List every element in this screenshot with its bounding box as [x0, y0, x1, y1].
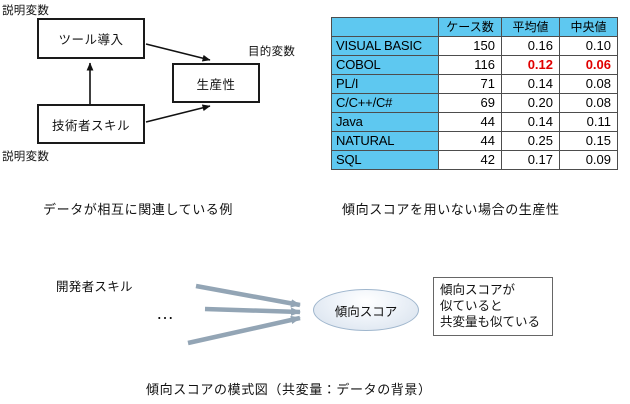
label-developer-skill: 開発者スキル — [56, 280, 133, 294]
table-row: PL/I 71 0.14 0.08 — [331, 74, 618, 94]
note-line-3: 共変量も似ている — [440, 315, 541, 329]
table-header-row: ケース数 平均値 中央値 — [331, 17, 618, 37]
table-cell-cases: 71 — [438, 74, 502, 94]
table-row: Java 44 0.14 0.11 — [331, 112, 618, 132]
table-cell-mean: 0.14 — [501, 74, 560, 94]
caption-table: 傾向スコアを用いない場合の生産性 — [342, 202, 560, 217]
propensity-score-node: 傾向スコア — [313, 289, 419, 331]
table-cell-mean: 0.16 — [501, 36, 560, 56]
table-row: SQL 42 0.17 0.09 — [331, 150, 618, 170]
table-cell-mean: 0.25 — [501, 131, 560, 151]
table-cell-median: 0.09 — [559, 150, 618, 170]
propensity-score-note: 傾向スコアが 似ていると 共変量も似ている — [433, 277, 553, 336]
table-cell-cases: 116 — [438, 55, 502, 75]
table-cell-mean: 0.12 — [501, 55, 560, 75]
table-header-median: 中央値 — [559, 17, 618, 37]
table-cell-mean: 0.14 — [501, 112, 560, 132]
table-cell-cases: 44 — [438, 112, 502, 132]
box-productivity: 生産性 — [172, 63, 260, 103]
table-header: ケース数 平均値 中央値 — [331, 17, 618, 37]
table-cell-cases: 42 — [438, 150, 502, 170]
table-cell-mean: 0.20 — [501, 93, 560, 113]
propensity-arrows — [187, 283, 301, 346]
table-cell-median: 0.06 — [559, 55, 618, 75]
table-header-cases: ケース数 — [438, 17, 502, 37]
table-cell-language: SQL — [331, 150, 439, 170]
path-diagram-arrows — [86, 43, 211, 123]
table-cell-median: 0.11 — [559, 112, 618, 132]
productivity-statistics-table: ケース数 平均値 中央値 VISUAL BASIC 150 0.16 0.10 … — [331, 17, 618, 170]
table-row: C/C++/C# 69 0.20 0.08 — [331, 93, 618, 113]
table-row: COBOL 116 0.12 0.06 — [331, 55, 618, 75]
table-body: VISUAL BASIC 150 0.16 0.10 COBOL 116 0.1… — [331, 36, 618, 170]
table-cell-language: Java — [331, 112, 439, 132]
table-cell-cases: 69 — [438, 93, 502, 113]
note-line-2: 似ていると — [440, 299, 503, 313]
label-explanatory-variable-top: 説明変数 — [2, 5, 50, 17]
table-cell-median: 0.08 — [559, 93, 618, 113]
table-row: NATURAL 44 0.25 0.15 — [331, 131, 618, 151]
label-objective-variable: 目的変数 — [248, 46, 296, 58]
table-cell-language: VISUAL BASIC — [331, 36, 439, 56]
table-cell-language: COBOL — [331, 55, 439, 75]
table-cell-cases: 44 — [438, 131, 502, 151]
table-row: VISUAL BASIC 150 0.16 0.10 — [331, 36, 618, 56]
caption-left-diagram: データが相互に関連している例 — [43, 202, 234, 217]
table-cell-median: 0.08 — [559, 74, 618, 94]
table-header-corner — [331, 17, 439, 37]
table-header-mean: 平均値 — [501, 17, 560, 37]
box-engineer-skill: 技術者スキル — [37, 104, 145, 144]
table-cell-median: 0.15 — [559, 131, 618, 151]
path-diagram: 説明変数 目的変数 説明変数 ツール導入 技術者スキル 生産性 — [0, 0, 320, 175]
box-tool-introduction: ツール導入 — [37, 18, 145, 59]
ellipsis-indicator: … — [156, 303, 176, 323]
table-cell-language: NATURAL — [331, 131, 439, 151]
caption-bottom-diagram: 傾向スコアの模式図（共変量：データの背景） — [146, 382, 432, 397]
propensity-score-schematic: 開発者スキル — [0, 250, 630, 370]
table-cell-language: C/C++/C# — [331, 93, 439, 113]
table-cell-median: 0.10 — [559, 36, 618, 56]
label-explanatory-variable-bottom: 説明変数 — [2, 151, 50, 163]
table-cell-mean: 0.17 — [501, 150, 560, 170]
table-cell-language: PL/I — [331, 74, 439, 94]
note-line-1: 傾向スコアが — [440, 283, 516, 297]
table-cell-cases: 150 — [438, 36, 502, 56]
